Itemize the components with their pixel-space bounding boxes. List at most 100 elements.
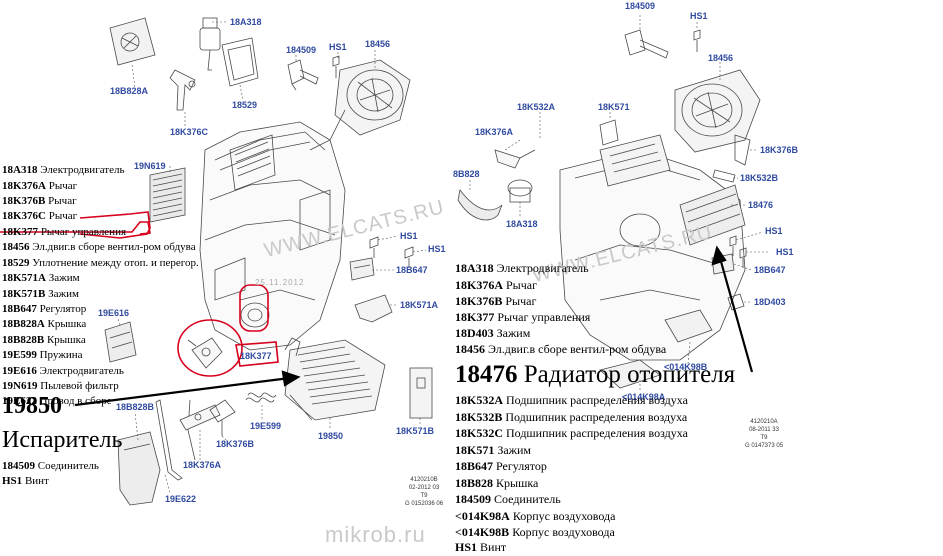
legend-code: 18K571A	[2, 272, 46, 284]
legend-left-row: 18K571A Зажим	[2, 273, 80, 284]
legend-right-row: 18D403 Зажим	[455, 327, 530, 339]
heater-core-title: 18476 Радиатор отопителя	[455, 362, 735, 387]
callout-18K376A-left: 18K376A	[183, 460, 222, 470]
legend-text: Провод в сборе	[39, 395, 112, 407]
legend-right-row: 184509 Соединитель	[455, 493, 561, 505]
legend-right-row: 18K376A Рычаг	[455, 279, 537, 291]
callout-014K98A: <014K98A	[622, 392, 666, 402]
callout-19E616: 19E616	[98, 308, 130, 318]
callout-18A318-right: 18A318	[506, 219, 538, 229]
legend-code: 18A318	[455, 261, 494, 275]
right-lever-18K376B	[734, 134, 751, 166]
legend-code: 18K571B	[2, 288, 46, 300]
right-cover-8B828	[457, 189, 503, 221]
callout-18456-left: 18456	[365, 39, 391, 49]
legend-code: 18K376A	[455, 278, 503, 292]
legend-left-row: HS1 Винт	[2, 476, 49, 487]
legend-text: Зажим	[48, 272, 80, 284]
legend-text: Рычаг	[506, 278, 538, 292]
legend-text: Пружина	[39, 349, 83, 361]
legend-right-row: HS1 Винт	[455, 541, 506, 553]
heater-core-name: Радиатор отопителя	[523, 361, 736, 388]
legend-right-row: <014K98A Корпус воздуховода	[455, 510, 615, 522]
legend-text: Крышка	[47, 318, 87, 330]
legend-left-row: 184509 Соединитель	[2, 461, 99, 472]
legend-text: Рычаг управления	[40, 226, 127, 238]
right-heater-housing	[559, 134, 746, 361]
ref-right-line: G 0147373 05	[745, 443, 784, 449]
legend-text: Рычаг	[48, 210, 78, 222]
legend-code: <014K98A	[455, 509, 510, 523]
callout-18K532A: 18K532A	[517, 102, 556, 112]
legend-left-row: 19E616 Электродвигатель	[2, 366, 124, 377]
legend-text: Винт	[24, 475, 49, 487]
legend-code: 18B828A	[2, 318, 45, 330]
legend-code: 18D403	[455, 326, 494, 340]
left-blower-motor	[309, 59, 411, 151]
legend-right-row: 18K532B Подшипник распределения воздуха	[455, 411, 687, 423]
callout-18K571: 18K571	[598, 102, 630, 112]
callout-18K532B: 18K532B	[740, 173, 779, 183]
legend-code: HS1	[455, 540, 478, 554]
legend-code: 18B647	[2, 303, 37, 315]
callout-19N619: 19N619	[134, 161, 166, 171]
ref-left-line: T9	[420, 493, 428, 499]
callout-HS1-left-b: HS1	[400, 231, 418, 241]
left-spring-19E599	[245, 392, 277, 403]
callout-18B647-left: 18B647	[396, 265, 428, 275]
right-lever-18K571	[599, 119, 619, 146]
ref-block-right: 4120210A 08-2011 33 T9 G 0147373 05	[745, 418, 783, 450]
callout-18K376B-left: 18K376B	[216, 439, 255, 449]
legend-code: 18529	[2, 257, 30, 269]
legend-left-row: 18529 Уплотнение между отоп. и перегор.	[2, 258, 199, 269]
callout-18B828A: 18B828A	[110, 86, 149, 96]
legend-code: 18B828B	[2, 334, 45, 346]
callout-19E599: 19E599	[250, 421, 282, 431]
legend-text: Соединитель	[37, 460, 99, 472]
legend-left-row: 18B647 Регулятор	[2, 304, 86, 315]
legend-text: Соединитель	[494, 492, 561, 506]
right-screws-HS1bc	[729, 235, 747, 268]
legend-text: Подшипник распределения воздуха	[506, 393, 688, 407]
right-motor-18A318	[507, 179, 533, 203]
legend-right-row: 18K571 Зажим	[455, 444, 531, 456]
callout-18K571A: 18K571A	[400, 300, 439, 310]
legend-code: 18K377	[2, 226, 39, 238]
legend-text: Винт	[480, 540, 507, 554]
legend-text: Электродвигатель	[39, 365, 124, 377]
legend-code: 19N619	[2, 380, 38, 392]
legend-text: Электродвигатель	[496, 261, 589, 275]
legend-code: 18K376A	[2, 180, 46, 192]
ref-right-line: 08-2011 33	[749, 427, 779, 433]
legend-left-row: 19N619 Пылевой фильтр	[2, 381, 119, 392]
callout-18B647-right: 18B647	[754, 265, 786, 275]
legend-text: Рычаг	[48, 180, 78, 192]
left-lever-18K376B	[209, 399, 236, 436]
evaporator-code: 19850	[2, 393, 62, 419]
right-lever-18K376A	[494, 149, 536, 169]
legend-right-row: 18K532A Подшипник распределения воздуха	[455, 394, 688, 406]
legend-left-row: 18K377 Рычаг управления	[2, 227, 126, 238]
legend-code: 18456	[2, 241, 30, 253]
legend-text: Регулятор	[496, 459, 547, 473]
callout-18K571B: 18K571B	[396, 426, 435, 436]
legend-code: 184509	[2, 460, 35, 472]
legend-left-row: 18A318 Электродвигатель	[2, 165, 125, 176]
left-screws-HS1bc	[369, 236, 414, 268]
legend-code: 18K376B	[2, 195, 46, 207]
callout-18K376B-right: 18K376B	[760, 145, 799, 155]
ref-left-line: 02-2012 03	[408, 485, 440, 491]
legend-text: Эл.двиг.в сборе вентил-ром обдува	[488, 342, 667, 356]
legend-code: 18K377	[455, 310, 495, 324]
callout-HS1-right-c: HS1	[776, 247, 794, 257]
legend-right-row: <014K98B Корпус воздуховода	[455, 526, 615, 538]
left-cover-18B828A	[109, 17, 156, 66]
left-cover-18B828B	[117, 431, 161, 506]
pointer-arrows	[74, 245, 754, 407]
legend-code: 18456	[455, 342, 485, 356]
legend-left-row: 19E622 Провод в сборе	[2, 396, 112, 407]
red-highlights	[0, 211, 279, 377]
callout-8B828: 8B828	[453, 169, 480, 179]
legend-left-row: 18K376A Рычаг	[2, 181, 77, 192]
